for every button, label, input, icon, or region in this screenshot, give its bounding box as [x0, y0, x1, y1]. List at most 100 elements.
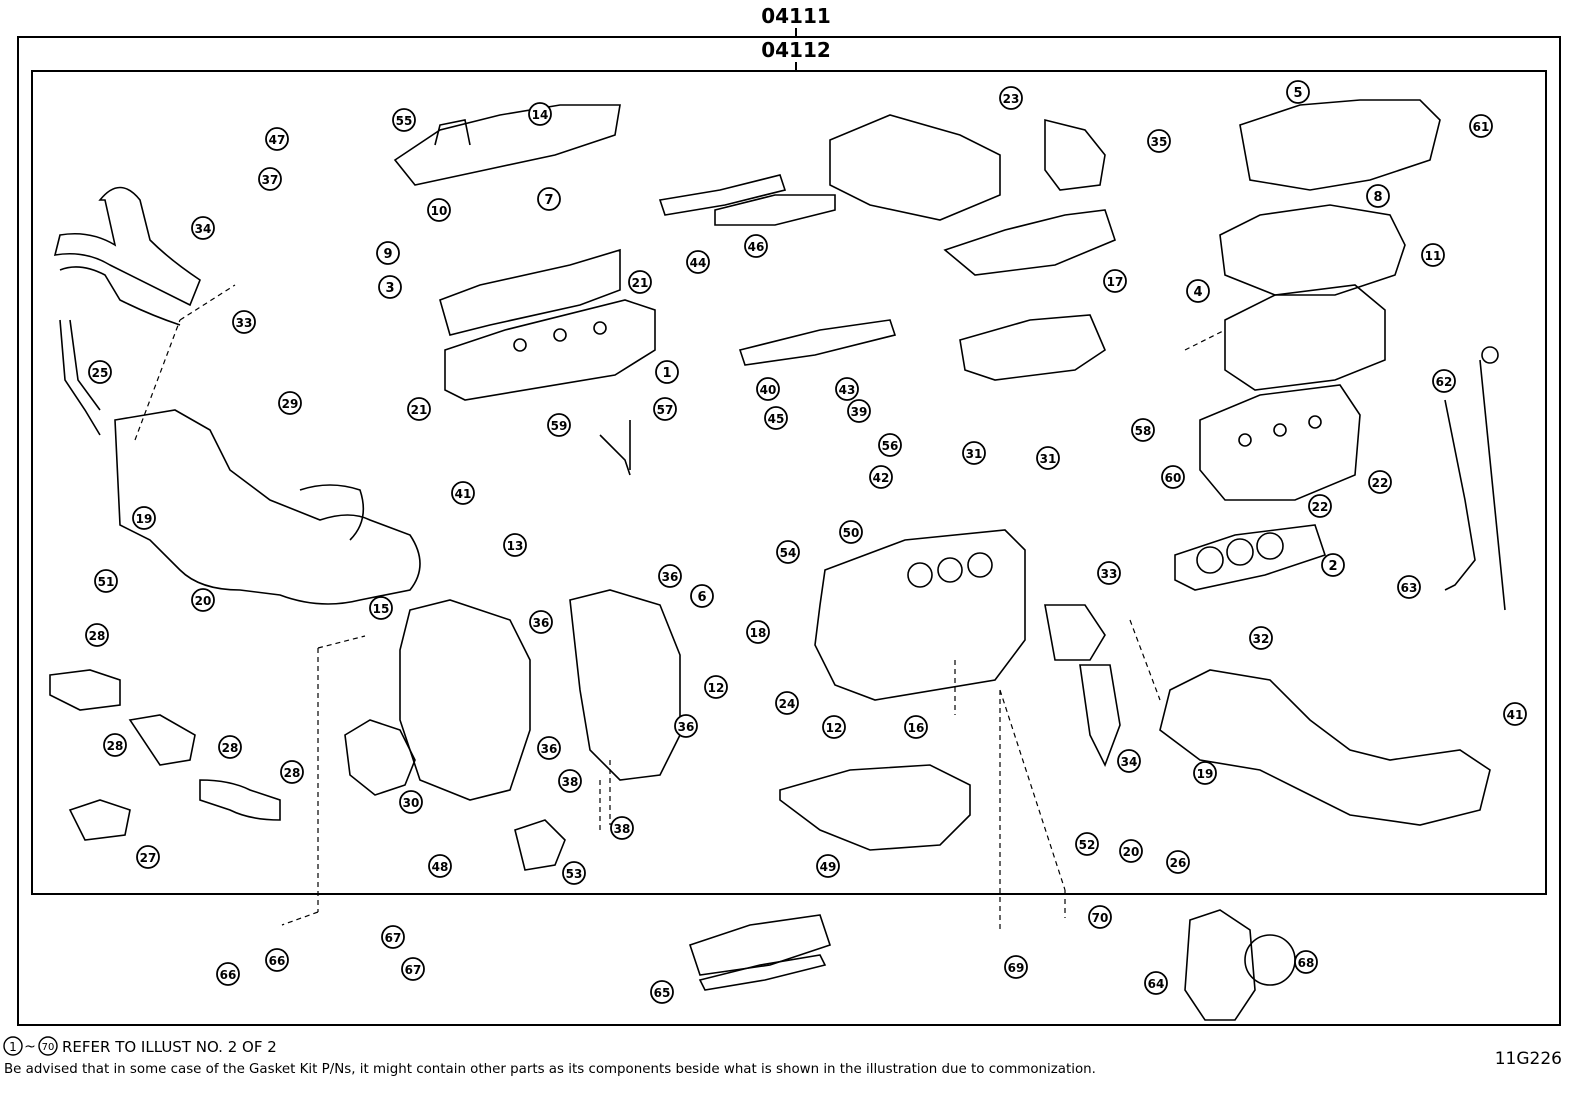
- callout-33[interactable]: 33: [1097, 561, 1121, 585]
- callout-37[interactable]: 37: [258, 167, 282, 191]
- callout-66[interactable]: 66: [265, 948, 289, 972]
- callout-6[interactable]: 6: [690, 584, 714, 608]
- callout-label: 38: [614, 822, 631, 836]
- callout-52[interactable]: 52: [1075, 832, 1099, 856]
- callout-36[interactable]: 36: [529, 610, 553, 634]
- callout-54[interactable]: 54: [776, 540, 800, 564]
- callout-12[interactable]: 12: [822, 715, 846, 739]
- callout-31[interactable]: 31: [1036, 446, 1060, 470]
- callout-67[interactable]: 67: [381, 925, 405, 949]
- callout-7[interactable]: 7: [537, 187, 561, 211]
- callout-34[interactable]: 34: [1117, 749, 1141, 773]
- callout-26[interactable]: 26: [1166, 850, 1190, 874]
- callout-28[interactable]: 28: [103, 733, 127, 757]
- callout-70[interactable]: 70: [1088, 905, 1112, 929]
- callout-28[interactable]: 28: [85, 623, 109, 647]
- callout-48[interactable]: 48: [428, 854, 452, 878]
- callout-3[interactable]: 3: [378, 275, 402, 299]
- callout-4[interactable]: 4: [1186, 279, 1210, 303]
- callout-65[interactable]: 65: [650, 980, 674, 1004]
- callout-20[interactable]: 20: [191, 588, 215, 612]
- callout-64[interactable]: 64: [1144, 971, 1168, 995]
- callout-36[interactable]: 36: [537, 736, 561, 760]
- callout-62[interactable]: 62: [1432, 369, 1456, 393]
- callout-22[interactable]: 22: [1308, 494, 1332, 518]
- callout-label: 17: [1107, 275, 1124, 289]
- callout-13[interactable]: 13: [503, 533, 527, 557]
- callout-41[interactable]: 41: [1503, 702, 1527, 726]
- callout-1[interactable]: 1: [655, 360, 679, 384]
- callout-label: 44: [690, 256, 707, 270]
- callout-label: 59: [551, 419, 568, 433]
- callout-12[interactable]: 12: [704, 675, 728, 699]
- callout-19[interactable]: 19: [1193, 761, 1217, 785]
- callout-27[interactable]: 27: [136, 845, 160, 869]
- callout-38[interactable]: 38: [610, 816, 634, 840]
- callout-28[interactable]: 28: [218, 735, 242, 759]
- callout-11[interactable]: 11: [1421, 243, 1445, 267]
- callout-50[interactable]: 50: [839, 520, 863, 544]
- callout-67[interactable]: 67: [401, 957, 425, 981]
- callout-34[interactable]: 34: [191, 216, 215, 240]
- callout-36[interactable]: 36: [658, 564, 682, 588]
- callout-40[interactable]: 40: [756, 377, 780, 401]
- callout-19[interactable]: 19: [132, 506, 156, 530]
- callout-36[interactable]: 36: [674, 714, 698, 738]
- callout-21[interactable]: 21: [407, 397, 431, 421]
- callout-61[interactable]: 61: [1469, 114, 1493, 138]
- callout-18[interactable]: 18: [746, 620, 770, 644]
- callout-39[interactable]: 39: [847, 399, 871, 423]
- callout-42[interactable]: 42: [869, 465, 893, 489]
- callout-2[interactable]: 2: [1321, 553, 1345, 577]
- callout-14[interactable]: 14: [528, 102, 552, 126]
- callout-25[interactable]: 25: [88, 360, 112, 384]
- callout-29[interactable]: 29: [278, 391, 302, 415]
- callout-57[interactable]: 57: [653, 397, 677, 421]
- callout-8[interactable]: 8: [1366, 184, 1390, 208]
- callout-44[interactable]: 44: [686, 250, 710, 274]
- callout-46[interactable]: 46: [744, 234, 768, 258]
- callout-24[interactable]: 24: [775, 691, 799, 715]
- callout-47[interactable]: 47: [265, 127, 289, 151]
- callout-label: 16: [908, 721, 925, 735]
- callout-56[interactable]: 56: [878, 433, 902, 457]
- callout-60[interactable]: 60: [1161, 465, 1185, 489]
- callout-66[interactable]: 66: [216, 962, 240, 986]
- callout-58[interactable]: 58: [1131, 418, 1155, 442]
- callout-label: 46: [748, 240, 765, 254]
- callout-59[interactable]: 59: [547, 413, 571, 437]
- callout-33[interactable]: 33: [232, 310, 256, 334]
- callout-23[interactable]: 23: [999, 86, 1023, 110]
- callout-45[interactable]: 45: [764, 406, 788, 430]
- callout-28[interactable]: 28: [280, 760, 304, 784]
- callout-16[interactable]: 16: [904, 715, 928, 739]
- callout-15[interactable]: 15: [369, 596, 393, 620]
- callout-17[interactable]: 17: [1103, 269, 1127, 293]
- callout-5[interactable]: 5: [1286, 80, 1310, 104]
- callout-21[interactable]: 21: [628, 270, 652, 294]
- callout-32[interactable]: 32: [1249, 626, 1273, 650]
- callout-69[interactable]: 69: [1004, 955, 1028, 979]
- callout-label: 19: [136, 512, 153, 526]
- callout-49[interactable]: 49: [816, 854, 840, 878]
- callout-label: 27: [140, 851, 157, 865]
- callout-31[interactable]: 31: [962, 441, 986, 465]
- callout-53[interactable]: 53: [562, 861, 586, 885]
- callout-43[interactable]: 43: [835, 377, 859, 401]
- callout-35[interactable]: 35: [1147, 129, 1171, 153]
- callout-30[interactable]: 30: [399, 790, 423, 814]
- callout-22[interactable]: 22: [1368, 470, 1392, 494]
- callout-68[interactable]: 68: [1294, 950, 1318, 974]
- callout-38[interactable]: 38: [558, 769, 582, 793]
- callout-41[interactable]: 41: [451, 481, 475, 505]
- callout-20[interactable]: 20: [1119, 839, 1143, 863]
- callout-label: 31: [966, 447, 983, 461]
- callout-10[interactable]: 10: [427, 198, 451, 222]
- callout-51[interactable]: 51: [94, 569, 118, 593]
- callout-55[interactable]: 55: [392, 108, 416, 132]
- callout-63[interactable]: 63: [1397, 575, 1421, 599]
- callout-label: 29: [282, 397, 299, 411]
- callout-9[interactable]: 9: [376, 241, 400, 265]
- dipstick-tube: [1444, 399, 1476, 591]
